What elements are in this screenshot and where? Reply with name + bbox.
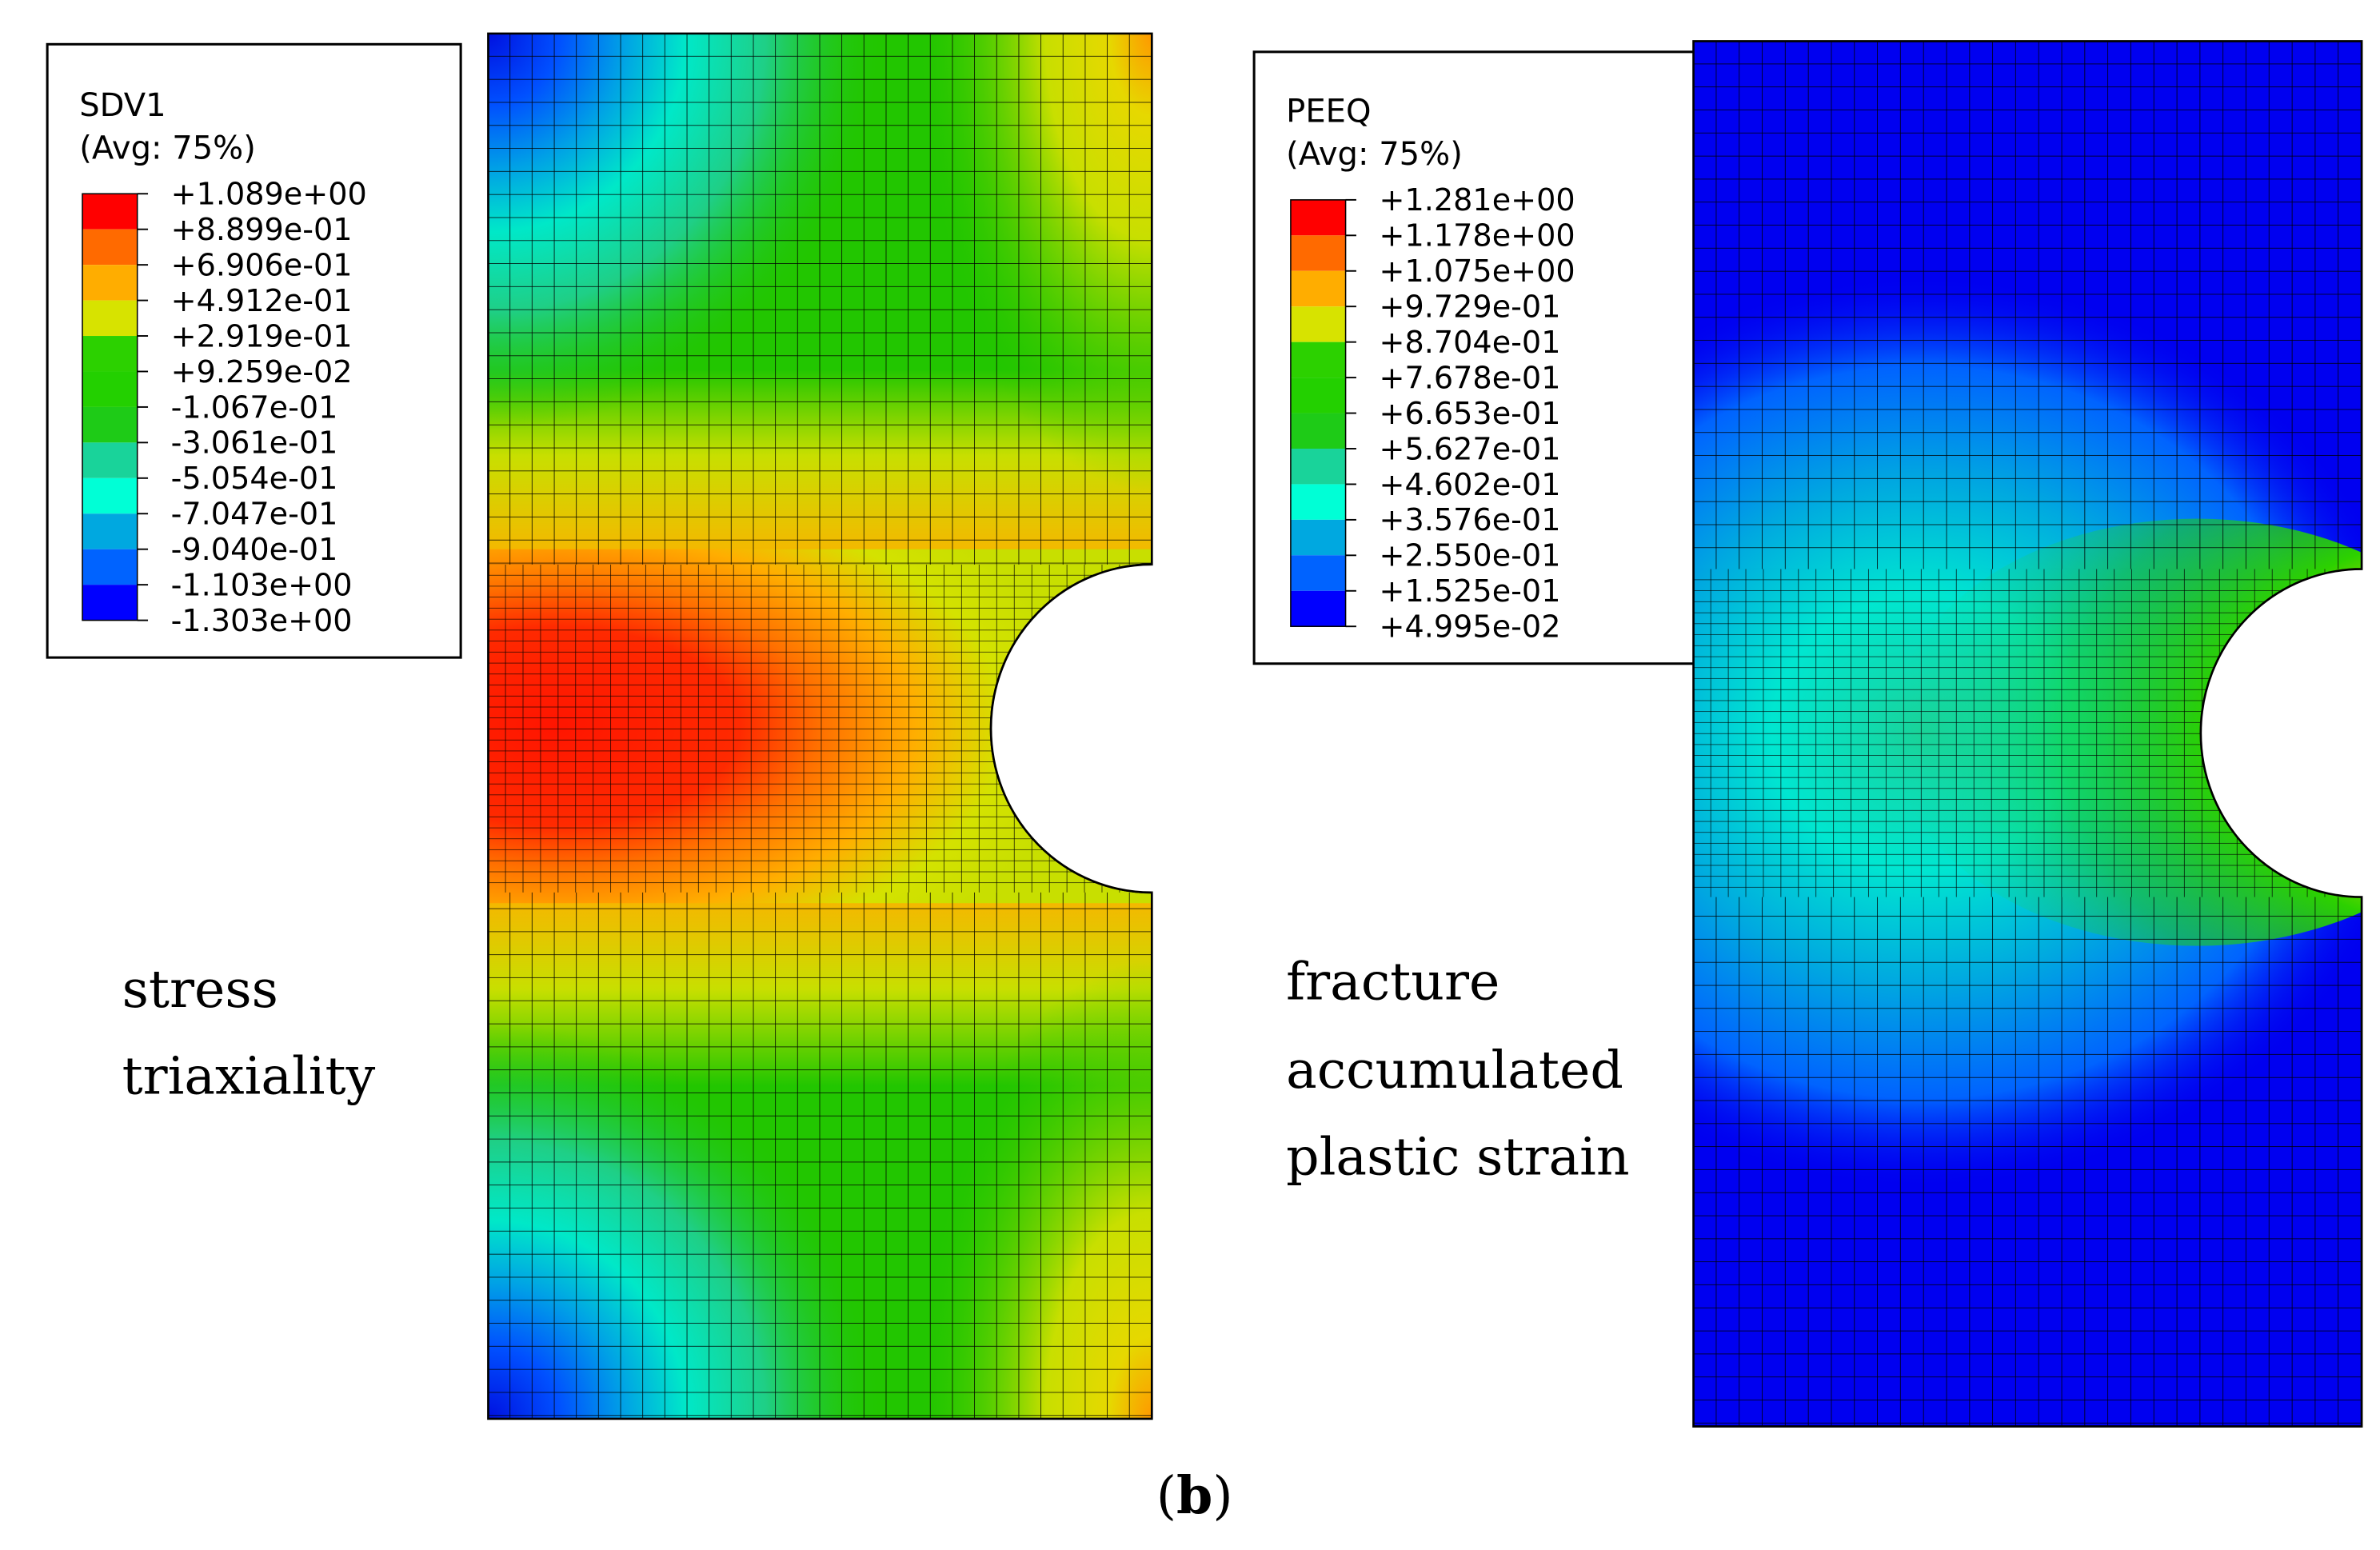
legend-value: -5.054e-01 [171, 461, 338, 496]
legend-swatch [82, 300, 138, 337]
legend-value: -9.040e-01 [171, 532, 338, 567]
legend-swatch [1290, 270, 1346, 307]
legend-swatch [82, 513, 138, 549]
legend-value: +6.653e-01 [1380, 396, 1561, 431]
legend-swatch [82, 194, 138, 230]
legend-swatch [82, 371, 138, 407]
left-legend-variable: SDV1 [79, 87, 166, 124]
legend-value: +7.678e-01 [1380, 360, 1561, 395]
legend-value: +6.906e-01 [171, 247, 353, 282]
caption-close-paren: ) [1212, 1466, 1232, 1526]
legend-value: -7.047e-01 [171, 497, 338, 532]
right-legend: PEEQ (Avg: 75%) +1.281e+00+1.178e+00+1.0… [1252, 50, 1712, 665]
right-legend-values: +1.281e+00+1.178e+00+1.075e+00+9.729e-01… [1345, 182, 1575, 645]
legend-swatch [1290, 235, 1346, 271]
right-legend-swatches [1290, 199, 1347, 627]
legend-swatch [1290, 342, 1346, 378]
legend-swatch [1290, 555, 1346, 591]
right-legend-variable: PEEQ [1286, 94, 1371, 130]
legend-value: -1.103e+00 [171, 567, 353, 602]
legend-swatch [1290, 306, 1346, 342]
legend-swatch [1290, 448, 1346, 485]
caption-letter: b [1176, 1465, 1212, 1526]
caption-open-paren: ( [1156, 1466, 1176, 1526]
left-notch [989, 563, 1152, 894]
legend-swatch [82, 336, 138, 372]
legend-value: +9.729e-01 [1380, 290, 1561, 325]
left-label-line-1: stress [122, 960, 278, 1020]
legend-swatch [1290, 378, 1346, 413]
right-legend-averaging: (Avg: 75%) [1286, 136, 1463, 173]
right-plate-outline [1692, 40, 2363, 1428]
legend-swatch [82, 229, 138, 266]
left-plate-contour [488, 33, 1152, 1419]
legend-value: +1.075e+00 [1380, 254, 1575, 289]
legend-value: +8.899e-01 [171, 212, 353, 247]
legend-value: -1.067e-01 [171, 389, 338, 425]
panel-caption: (b) [1156, 1465, 1233, 1526]
legend-swatch [82, 265, 138, 301]
right-plate-contour [1693, 41, 2362, 1427]
legend-swatch [1290, 484, 1346, 520]
legend-value: +5.627e-01 [1380, 431, 1561, 466]
left-legend-averaging: (Avg: 75%) [79, 130, 256, 166]
legend-value: +1.281e+00 [1380, 182, 1575, 218]
right-label-line-2: accumulated [1286, 1041, 1623, 1101]
legend-swatch [82, 442, 138, 478]
right-label-line-3: plastic strain [1286, 1128, 1629, 1188]
legend-swatch [82, 549, 138, 585]
left-label-line-2: triaxiality [122, 1047, 376, 1107]
legend-value: +1.178e+00 [1380, 218, 1575, 254]
legend-value: -1.303e+00 [171, 603, 353, 638]
left-legend: SDV1 (Avg: 75%) +1.089e+00+8.899e-01+6.9… [46, 42, 462, 659]
legend-value: +9.259e-02 [171, 354, 353, 389]
legend-value: +4.995e-02 [1380, 609, 1561, 645]
legend-value: +3.576e-01 [1380, 502, 1561, 537]
legend-swatch [82, 406, 138, 443]
legend-value: +4.912e-01 [171, 283, 353, 318]
legend-value: +2.550e-01 [1380, 538, 1561, 573]
legend-swatch [82, 477, 138, 514]
legend-swatch [1290, 413, 1346, 449]
legend-value: +4.602e-01 [1380, 467, 1561, 502]
left-legend-values: +1.089e+00+8.899e-01+6.906e-01+4.912e-01… [137, 177, 367, 638]
legend-value: -3.061e-01 [171, 425, 338, 461]
legend-value: +8.704e-01 [1380, 325, 1561, 360]
left-legend-swatches [82, 193, 138, 621]
legend-value: +1.089e+00 [171, 177, 367, 212]
legend-swatch [1290, 199, 1346, 236]
legend-swatch [1290, 519, 1346, 556]
right-label-line-1: fracture [1286, 952, 1499, 1012]
legend-value: +1.525e-01 [1380, 573, 1561, 609]
legend-swatch [1290, 590, 1346, 627]
legend-value: +2.919e-01 [171, 318, 353, 354]
legend-swatch [82, 585, 138, 621]
